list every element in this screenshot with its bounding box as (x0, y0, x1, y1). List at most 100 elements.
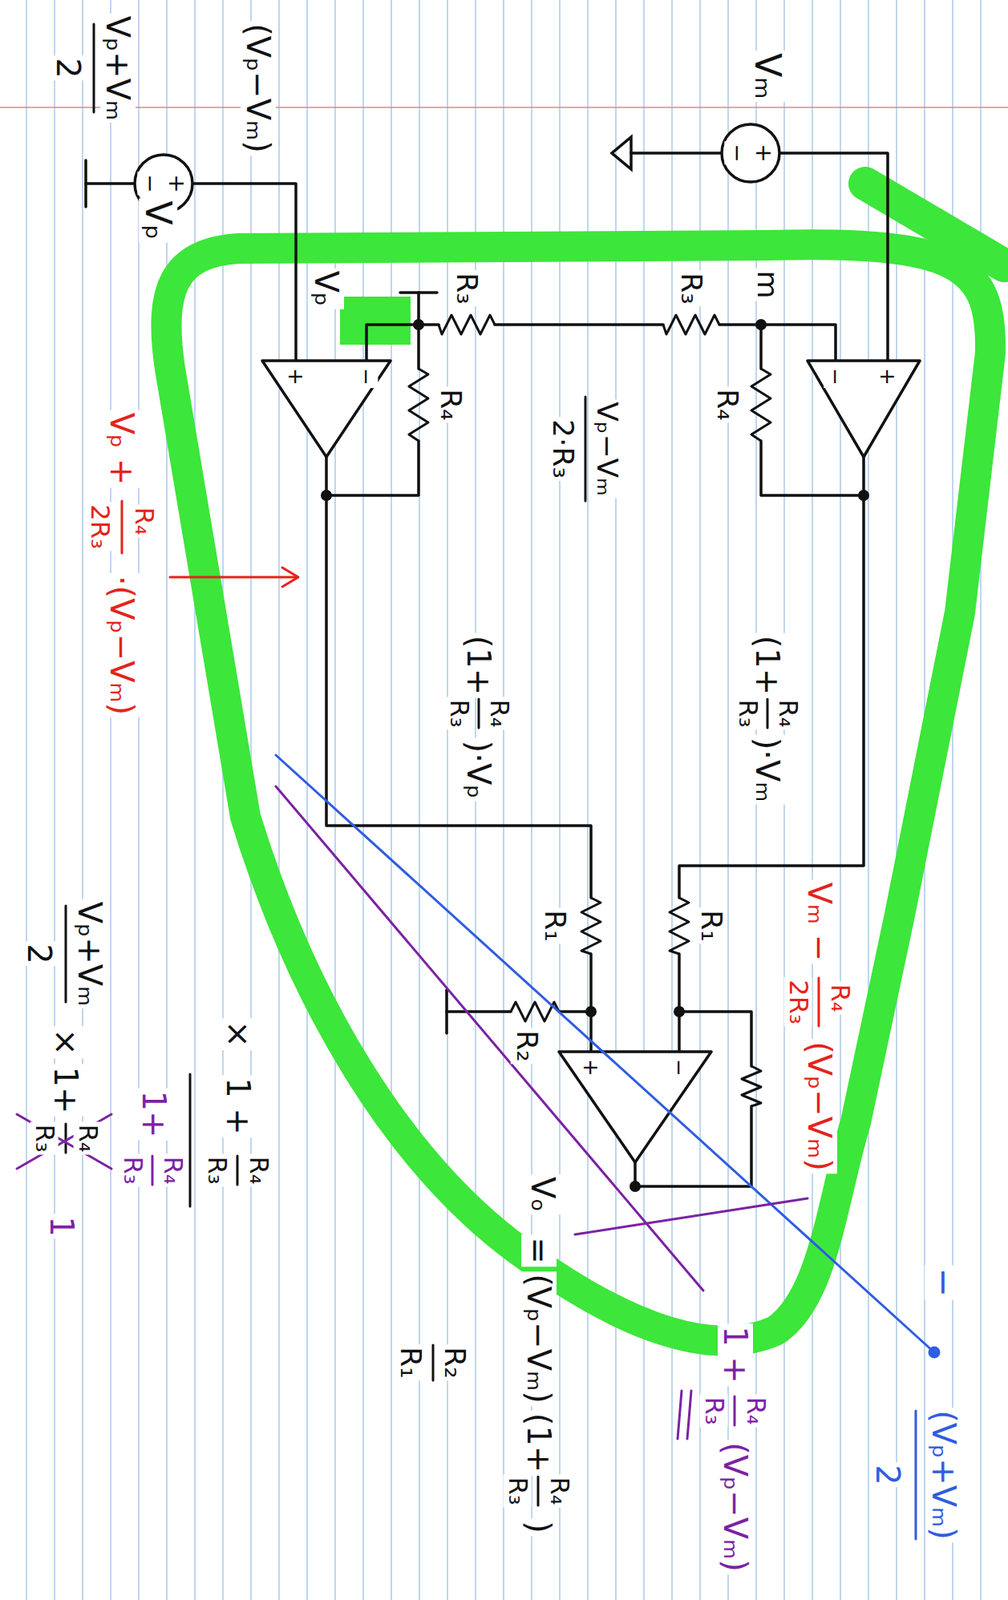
equation-term: R₃ (699, 1394, 728, 1428)
polarity-sign: + (284, 365, 308, 389)
fraction-bar (477, 699, 481, 729)
equation-term: R₃ (732, 696, 762, 730)
resistor-symbol (581, 898, 601, 955)
equation-term: R₄ (157, 1153, 187, 1187)
wire (85, 153, 888, 1187)
equation-term: R₂ (438, 1344, 471, 1381)
purple-annotation (16, 1114, 112, 1170)
equation-term: Vₚ+Vₘ (100, 13, 136, 123)
blue-annotation (275, 755, 935, 1353)
equation-term: Vₘ − (801, 880, 838, 965)
wire (759, 324, 763, 369)
polarity-sign: − (355, 365, 379, 389)
wire (761, 324, 836, 361)
blue-annotation (275, 755, 940, 1540)
polarity-sign: + (579, 1056, 604, 1080)
junction-dot (673, 1006, 685, 1018)
wire (494, 323, 664, 327)
equation-term: 2R₃ (85, 501, 114, 551)
purple-annotation (677, 1391, 682, 1440)
green-highlight (865, 183, 1004, 266)
signal-label: m (751, 267, 784, 301)
equation-term: (1+ (521, 1411, 557, 1477)
op-amp-symbol (262, 360, 391, 458)
op-amp-symbol (807, 360, 920, 458)
resistor-label: R₁ (695, 907, 728, 944)
green-highlight (165, 183, 1004, 1342)
signal-label: Vₚ (308, 268, 345, 310)
fraction-bar (64, 906, 68, 1003)
resistor-symbol (669, 898, 689, 955)
resistor-symbol (741, 1066, 762, 1107)
signal-label: Vₚ (138, 198, 178, 243)
ground-symbol (85, 137, 632, 1034)
ground-symbol (84, 160, 88, 207)
equation-term: R₄ (740, 1394, 770, 1428)
junction-dot (585, 1006, 597, 1018)
equation-term: R₃ (502, 1474, 531, 1508)
junction-dot (629, 1181, 641, 1193)
equation-term: (1+ (461, 633, 497, 699)
resistor-symbol (408, 315, 771, 1107)
equation-term: R₃ (444, 696, 473, 730)
junction-dot (320, 319, 870, 1193)
equation-term: R₄ (129, 504, 158, 538)
equation-term: (Vₚ−Vₘ) (521, 1271, 557, 1407)
blue-annotation (929, 1348, 940, 1358)
equation-term: 2 (50, 55, 86, 81)
wire (366, 324, 419, 361)
junction-dot (412, 319, 425, 331)
junction-dot (320, 489, 332, 502)
wire (589, 954, 593, 1053)
equation-term: ) (521, 1518, 557, 1537)
ground-symbol (445, 990, 449, 1034)
green-highlight (165, 244, 991, 1341)
equation-term: ·(Vₚ−Vₘ) (104, 573, 140, 718)
equation-term: 1 + (717, 1323, 753, 1387)
equation-term: × (220, 1018, 256, 1051)
wire (679, 457, 864, 899)
polarity-sign: − (667, 1056, 692, 1080)
equation-term: R₄ (243, 1153, 272, 1187)
equation-term: × (48, 1026, 84, 1059)
fraction-bar (93, 24, 96, 113)
wire (446, 1010, 511, 1014)
equation-term: (Vₚ−Vₘ) (240, 20, 276, 156)
equation-term: R₃ (117, 1153, 146, 1187)
red-annotation (170, 576, 296, 579)
junction-dot (858, 489, 870, 502)
equation-term: (Vₚ+Vₘ) (926, 1408, 962, 1543)
equation-term: = (521, 1234, 557, 1268)
ground-symbol (611, 137, 632, 170)
blue-annotation (914, 1411, 918, 1540)
green-highlight (340, 296, 411, 345)
red-annotation (121, 501, 819, 1027)
wire (192, 183, 296, 361)
red-annotation (817, 978, 821, 1027)
equation-term: 2·R₃ (546, 416, 579, 482)
equation-term: R₁ (394, 1344, 427, 1381)
wire (761, 441, 864, 496)
equation-term: )·Vₘ (749, 735, 786, 806)
purple-annotation (574, 1198, 808, 1235)
equation-term: R₃ (202, 1153, 231, 1187)
equation-term: (Vₚ−Vₘ) (717, 1440, 753, 1575)
signal-label: Vₘ (748, 50, 787, 102)
equation-term: (Vₚ−Vₘ) (801, 1039, 838, 1174)
resistor-label: R₄ (711, 386, 744, 423)
equation-term: 2R₃ (783, 977, 812, 1027)
red-annotation (121, 501, 124, 554)
resistor-symbol (408, 368, 429, 442)
polarity-sign: − (137, 171, 163, 195)
equation-term: Vₚ + (104, 410, 140, 489)
voltage-source (134, 124, 780, 213)
purple-annotation (733, 1396, 737, 1426)
signal-label: Vₒ (525, 1174, 561, 1215)
resistor-label: R₁ (538, 907, 571, 944)
fraction-bar (189, 1074, 192, 1207)
equation-term: R₃ (29, 1121, 58, 1155)
equation-term: 1 + (220, 1075, 256, 1138)
resistor-label: R₄ (434, 386, 467, 423)
